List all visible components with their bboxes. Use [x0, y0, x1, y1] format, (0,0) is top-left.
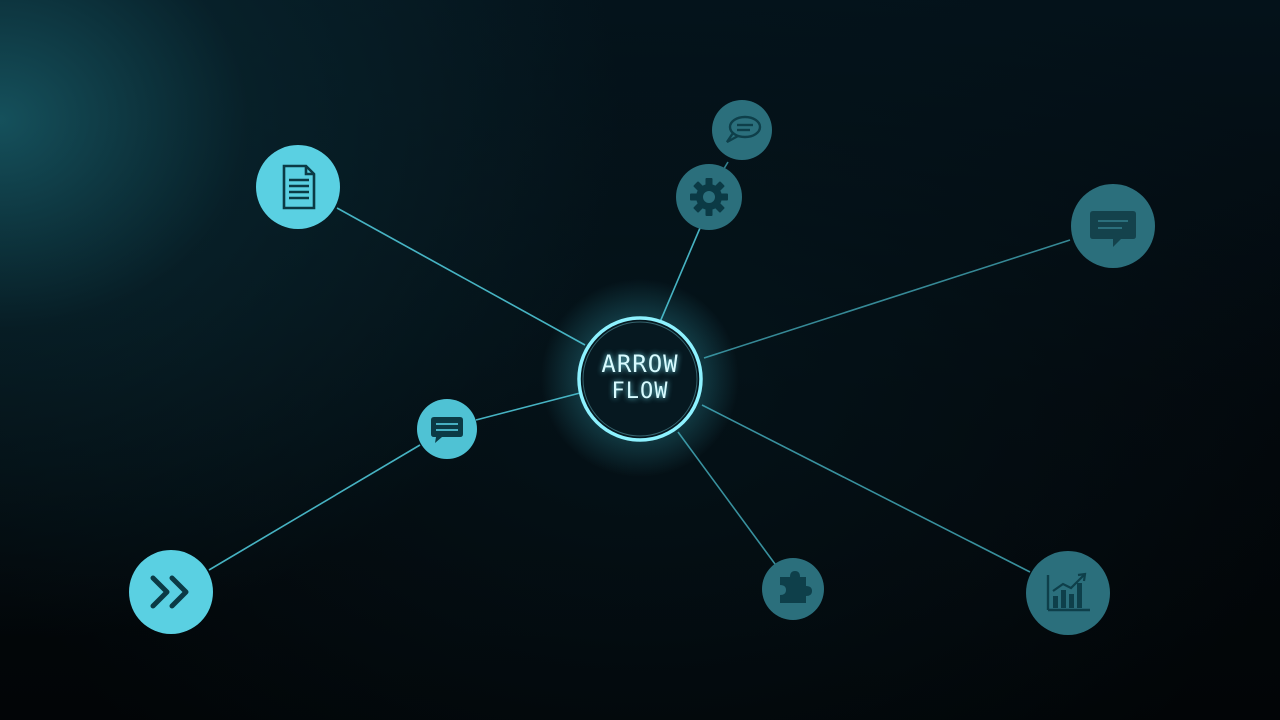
chat-icon [431, 417, 463, 443]
connector-forward [208, 444, 421, 571]
connector-message-right [703, 239, 1071, 359]
hub-title-line-1: ARROW [601, 350, 679, 378]
hub-node[interactable] [577, 316, 703, 442]
hub-inner-ring [582, 321, 698, 437]
puzzle-icon [780, 571, 812, 603]
node-puzzle[interactable] [762, 558, 824, 620]
connector-settings [659, 227, 701, 323]
node-analytics[interactable] [1026, 551, 1110, 635]
connector-chat-left [475, 392, 581, 421]
speech-bubble-icon [726, 115, 762, 144]
gear-icon [690, 178, 728, 216]
node-chat-top[interactable] [712, 100, 772, 160]
node-document[interactable] [256, 145, 340, 229]
node-message-right[interactable] [1071, 184, 1155, 268]
hub-title-line-2: FLOW [611, 379, 669, 404]
node-chat-left[interactable] [417, 399, 477, 459]
connector-analytics [701, 404, 1031, 573]
connector-document [336, 207, 586, 346]
message-icon [1090, 211, 1136, 247]
connector-puzzle [677, 431, 776, 565]
document-icon [282, 164, 316, 210]
bar-chart-icon [1046, 572, 1090, 612]
node-settings[interactable] [676, 164, 742, 230]
double-chevron-right-icon [150, 575, 189, 609]
hub-label: ARROW FLOW [575, 350, 705, 406]
node-forward[interactable] [129, 550, 213, 634]
